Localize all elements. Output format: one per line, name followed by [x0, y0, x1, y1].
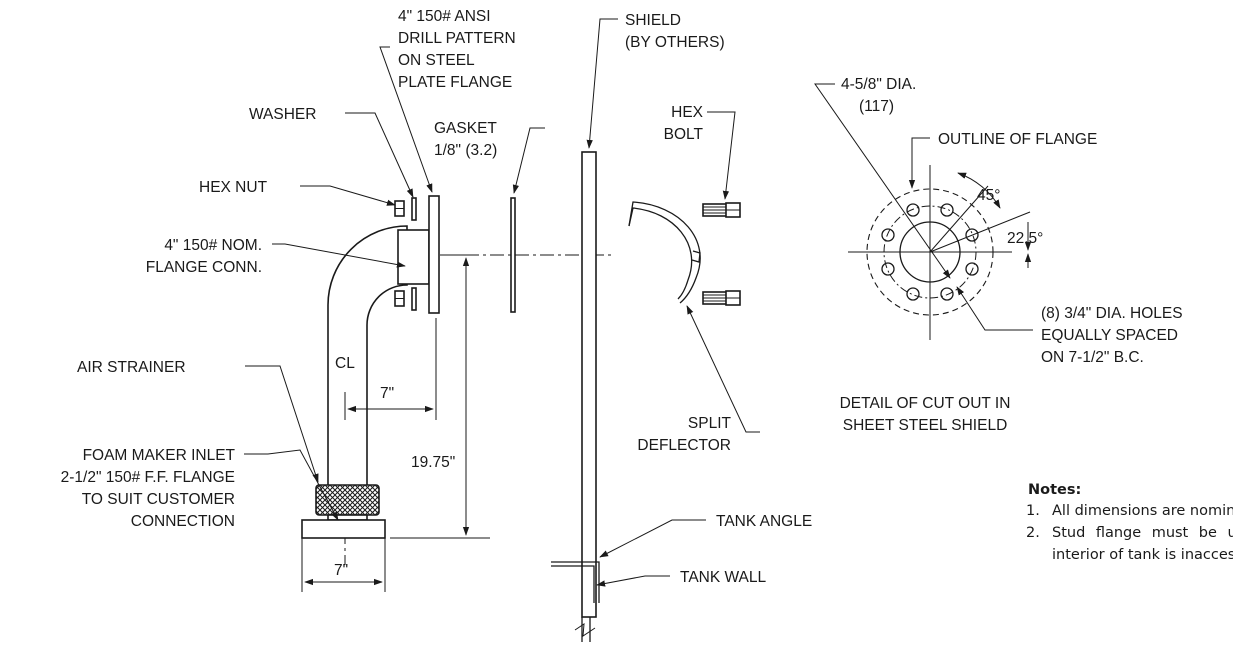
label-air-strainer: AIR STRAINER: [77, 359, 186, 376]
hex-bolts: [702, 202, 741, 306]
label-tank-wall: TANK WALL: [680, 569, 767, 586]
dim-upper-7: 7": [380, 385, 394, 402]
note-text: Stud flange must be used if interior of …: [1052, 525, 1233, 563]
label-flange-conn: 4" 150# NOM.FLANGE CONN.: [146, 237, 262, 276]
foam-maker-pipe: [301, 195, 612, 565]
label-diameter: 4-5/8" DIA.(117): [841, 76, 916, 115]
note-number: 1.: [1026, 503, 1040, 519]
bolt-holes: [881, 203, 979, 301]
label-tank-angle: TANK ANGLE: [716, 513, 812, 530]
flange-cutout-detail: [814, 83, 1033, 340]
notes-list: 1. All dimensions are nominal. 2. Stud f…: [1026, 500, 1233, 566]
note-text: All dimensions are nominal.: [1052, 503, 1233, 519]
note-item: 2. Stud flange must be used if interior …: [1026, 522, 1233, 566]
dim-lower-7: 7": [334, 562, 348, 579]
note-item: 1. All dimensions are nominal.: [1026, 500, 1233, 522]
label-shield: SHIELD(BY OTHERS): [625, 12, 725, 51]
label-angle-45: 45°: [977, 187, 1000, 204]
shield-and-tank-wall: [551, 151, 600, 642]
label-hex-nut: HEX NUT: [199, 179, 268, 196]
dimension-labels: 7" 19.75" 7": [334, 385, 455, 579]
label-washer: WASHER: [249, 106, 316, 123]
note-number: 2.: [1026, 525, 1040, 541]
label-outline-of-flange: OUTLINE OF FLANGE: [938, 131, 1097, 148]
leader-lines: [244, 18, 760, 587]
dim-height: 19.75": [411, 454, 455, 471]
notes-title: Notes:: [1028, 482, 1082, 498]
notes-panel: Notes: 1. All dimensions are nominal. 2.…: [1026, 482, 1233, 652]
dimension-lines: [301, 254, 490, 592]
label-angle-22: 22.5°: [1007, 230, 1043, 247]
label-centerline: CL: [335, 355, 355, 372]
gasket-plate: [510, 197, 516, 313]
split-deflector: [628, 201, 701, 304]
